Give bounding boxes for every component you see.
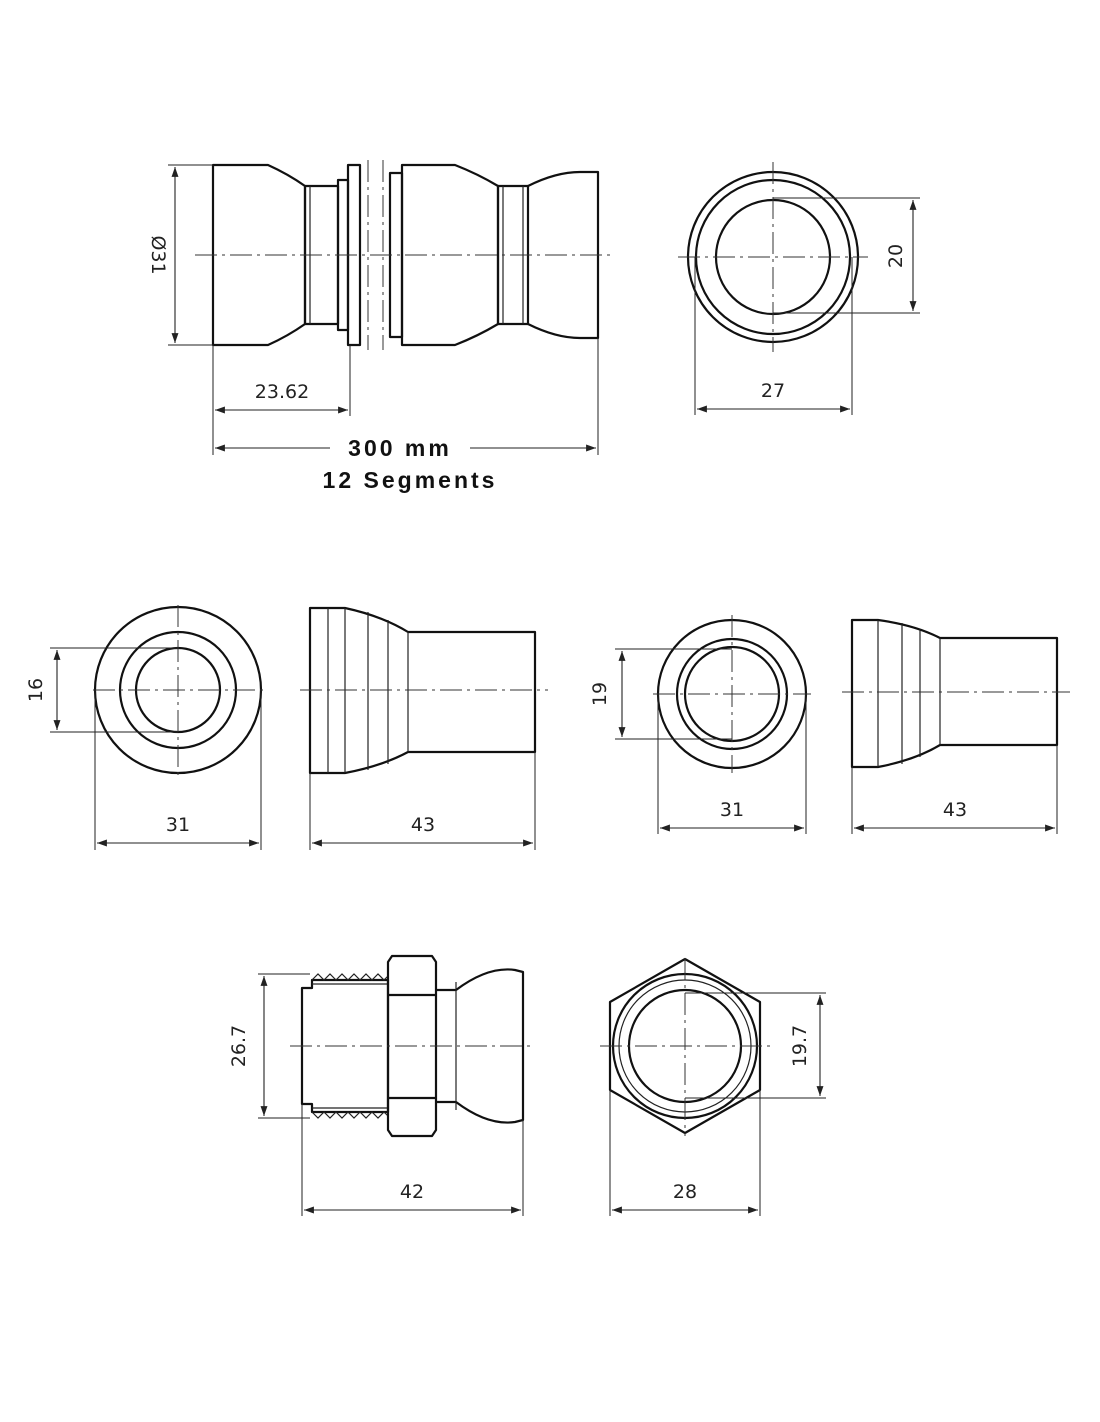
- nozzle-2-bore-label: 19: [589, 682, 611, 706]
- connector-hex-label: 28: [673, 1181, 697, 1203]
- nozzle-2-end-view: 19 31: [589, 615, 811, 834]
- segment-count-label: 12 Segments: [323, 467, 498, 493]
- connector-hex-end-view: 19.7 28: [600, 957, 826, 1216]
- segment-inner-label: 20: [885, 244, 907, 268]
- hose-length-label: 300 mm: [348, 435, 452, 461]
- nozzle-1-length-label: 43: [411, 814, 435, 836]
- connector-thread-label: 26.7: [228, 1025, 250, 1067]
- segment-hose-side-view: Ø31 23.62 300 mm 12 Segments: [147, 160, 610, 493]
- nozzle-1-end-view: 16 31: [25, 605, 263, 850]
- segment-end-view: 20 27: [678, 162, 920, 415]
- segment-diameter-label: Ø31: [147, 235, 169, 274]
- connector-length-label: 42: [400, 1181, 424, 1203]
- nozzle-1-bore-label: 16: [25, 678, 47, 702]
- nozzle-2-length-label: 43: [943, 799, 967, 821]
- nozzle-1-side-view: 43: [300, 606, 548, 850]
- nozzle-2-width-label: 31: [720, 799, 744, 821]
- nozzle-2-side-view: 43: [842, 618, 1070, 834]
- segment-length-label: 23.62: [255, 381, 309, 403]
- segment-width-label: 27: [761, 380, 785, 402]
- nozzle-1-width-label: 31: [166, 814, 190, 836]
- connector-bore-label: 19.7: [789, 1025, 811, 1067]
- connector-side-view: 26.7 42: [228, 954, 535, 1216]
